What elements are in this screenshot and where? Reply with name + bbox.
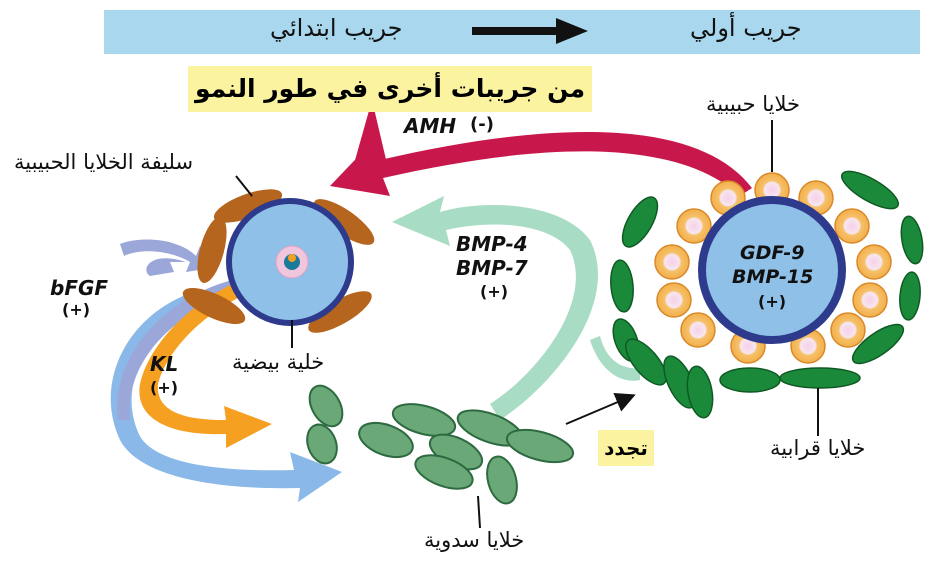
bmp15-label: BMP-15 (732, 266, 814, 288)
granulosa-precursor-label: سليفة الخلايا الحبيبية (14, 150, 194, 174)
granulosa-cells-label: خلايا حبيبية (706, 92, 801, 116)
pre-granulosa-cells (182, 189, 375, 333)
stromal-cells-label: خلايا سدوية (424, 528, 525, 552)
bfgf-arrow (110, 290, 342, 502)
amh-label: AMH (404, 114, 457, 138)
bmp-arrow-branch (590, 336, 640, 381)
amh-arrow (330, 131, 752, 196)
other-follicles-note: من جريبات أخرى في طور النمو (188, 66, 592, 112)
stromal-cells (306, 384, 575, 505)
renewal-arrow (565, 393, 636, 425)
primary-follicle-label: جريب أولي (690, 14, 802, 42)
renewal-note: تجدد (598, 430, 654, 466)
bfgf-sign: (+) (62, 300, 91, 319)
kl-label: KL (150, 352, 179, 376)
bmp7-label: BMP-7 (456, 256, 528, 280)
secondary-follicle-label: جريب ابتدائي (270, 14, 403, 42)
theca-cells (610, 170, 924, 419)
kl-sign: (+) (150, 378, 179, 397)
stage-arrow (472, 18, 588, 44)
bmp-arrow (392, 196, 598, 420)
large-oocyte (706, 204, 838, 336)
amh-sign: (-) (470, 114, 494, 135)
bfgf-loop (120, 239, 212, 276)
amh-arrow-stem (350, 100, 388, 178)
bmp-sign: (+) (480, 282, 509, 301)
gdf-sign: (+) (758, 292, 787, 311)
stroma-pointer (477, 495, 481, 529)
bfgf-label: bFGF (50, 276, 109, 300)
granulosa-precursor-pointer (235, 175, 253, 197)
theca-cells-label: خلايا قرابية (770, 436, 866, 460)
gdf9-label: GDF-9 (740, 242, 805, 264)
bmp4-label: BMP-4 (456, 232, 528, 256)
oocyte-label: خلية بيضية (232, 350, 325, 374)
